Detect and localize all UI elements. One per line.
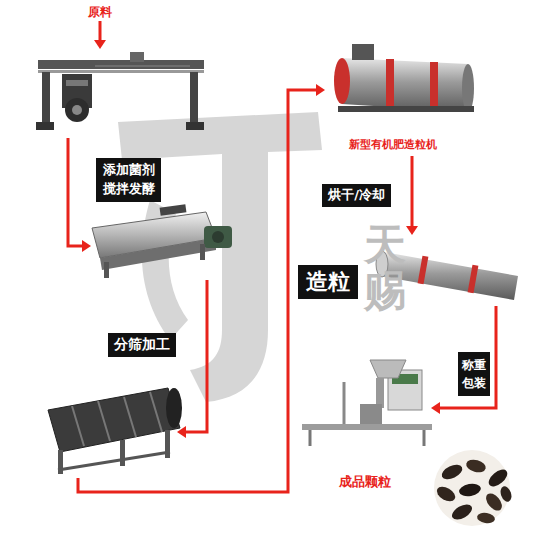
pellets-image [439,462,464,482]
arrow-head [82,40,440,438]
packing-machine [343,382,346,428]
step-label: 分筛加工 [108,333,176,357]
step-text: 烘干/冷却 [328,186,385,204]
flow-arrow [78,90,316,492]
screener-machine [48,388,180,452]
turner-machine [66,80,88,86]
mixer-machine [160,204,187,216]
granulator-machine [338,106,474,112]
input-label: 原料 [88,4,112,21]
flow-arrow [68,138,82,246]
mixer-machine [92,204,232,278]
turner-machine [130,52,144,62]
screener-machine [166,388,182,428]
flow-arrow [186,280,207,432]
granulator-machine [386,59,394,109]
packing-machine [360,404,382,424]
packing-machine [376,378,384,408]
arrow-head [316,84,325,96]
pellets-image [486,466,511,489]
granulator-machine [334,58,350,104]
packing-machine [370,360,406,378]
granulator-machine [462,64,474,112]
watermark-text: 天赐 [364,222,406,314]
granulator-machine [430,62,438,111]
packing-machine [309,430,312,446]
mixer-machine [100,238,216,270]
step-text: 添加菌剂 搅拌发酵 [101,161,156,199]
packing-machine [423,430,426,446]
granulator-machine [334,44,474,112]
step-text: 称重 包装 [461,356,486,392]
mixer-machine [104,262,109,278]
screener-machine [120,440,125,466]
turner-machine [42,72,50,124]
flow-arrow [411,156,414,226]
turner-machine [190,72,198,124]
screener-machine [98,401,110,441]
screener-machine [72,406,84,446]
turner-machine [36,52,204,130]
packing-machine [302,360,432,446]
pellets-image [434,450,513,526]
turner-machine [65,98,89,122]
dryer-machine [418,256,429,285]
screener-machine [58,452,170,470]
arrow-head [431,402,440,414]
pellets-image [476,512,495,525]
screener-machine [150,392,162,432]
step-label: 烘干/冷却 [322,184,391,207]
turner-machine [38,70,204,73]
granulator-machine [342,58,468,112]
pellets-image [458,482,482,498]
packing-machine [302,424,432,430]
pellets-image [449,501,474,522]
screener-machine [48,388,182,474]
pellets-image [434,450,510,526]
pellets-image [499,485,514,503]
turner-machine [72,105,82,115]
flow-arrow [440,306,496,408]
dryer-machine [468,265,479,294]
pellets-image [434,484,457,504]
flow-arrow [68,21,496,492]
arrow-head [94,40,106,49]
mixer-machine [204,226,232,248]
arrow-head [406,226,418,235]
step-text: 分筛加工 [114,335,170,355]
turner-machine [36,122,54,130]
turner-machine [95,66,190,67]
step-text: 造粒 [306,267,350,297]
machine-caption: 新型有机肥造粒机 [346,136,440,153]
turner-machine [186,122,204,130]
pellets-image [465,458,487,475]
step-label: 称重 包装 [458,352,490,396]
screener-machine [124,397,136,437]
granulator-machine [352,44,374,60]
stage-label: 造粒 [298,265,358,299]
turner-machine [38,60,204,69]
flow-arrow [99,21,102,40]
mixer-machine [212,231,224,243]
arrow-head [177,426,186,438]
step-label: 添加菌剂 搅拌发酵 [96,158,161,202]
product-caption: 成品颗粒 [336,472,394,492]
arrow-head [82,240,91,252]
mixer-machine [200,244,205,260]
